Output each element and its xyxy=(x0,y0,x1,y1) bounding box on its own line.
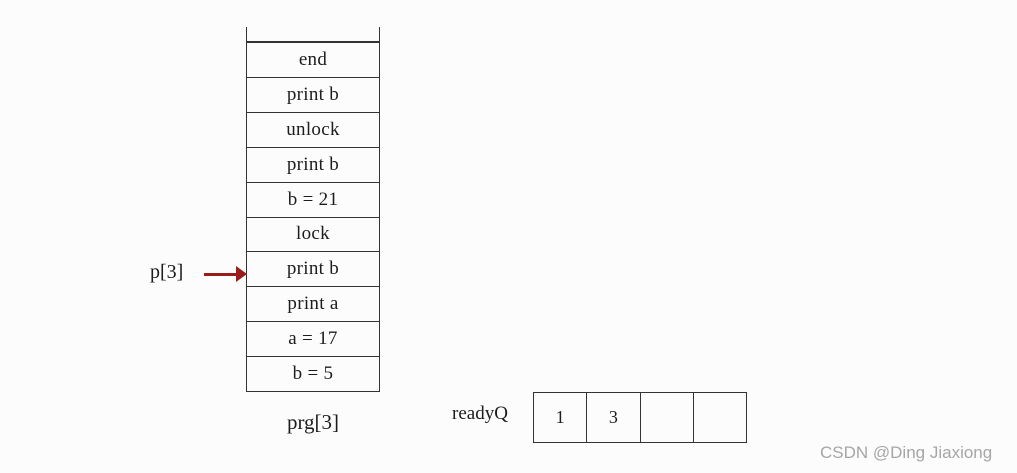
stack-cell: print a xyxy=(247,287,379,323)
stack-cell: end xyxy=(247,43,379,78)
stack-cell: b = 5 xyxy=(292,363,334,385)
pointer-arrow-icon xyxy=(204,273,238,276)
queue-cell xyxy=(694,393,746,442)
stack-cell-pointed: print b xyxy=(247,252,379,288)
program-stack: end print b unlock print b b = 21 lock p… xyxy=(246,41,380,392)
ready-queue: 1 3 xyxy=(533,392,747,443)
stack-cell: lock xyxy=(247,218,379,253)
stack-open-top xyxy=(246,27,380,41)
stack-cell: print b xyxy=(247,148,379,183)
stack-cell: b = 21 xyxy=(247,183,379,218)
queue-cell: 1 xyxy=(534,393,588,442)
stack-cell: print b xyxy=(247,78,379,113)
pointer-label: p[3] xyxy=(150,261,184,283)
ready-queue-label: readyQ xyxy=(452,403,508,424)
watermark: CSDN @Ding Jiaxiong xyxy=(820,443,993,462)
pointer-arrowhead-icon xyxy=(236,266,247,282)
program-stack-label: prg[3] xyxy=(286,410,340,434)
queue-cell: 3 xyxy=(587,393,641,442)
stack-cell: a = 17 xyxy=(247,322,379,358)
queue-cell xyxy=(641,393,694,442)
stack-cell: unlock xyxy=(247,113,379,148)
